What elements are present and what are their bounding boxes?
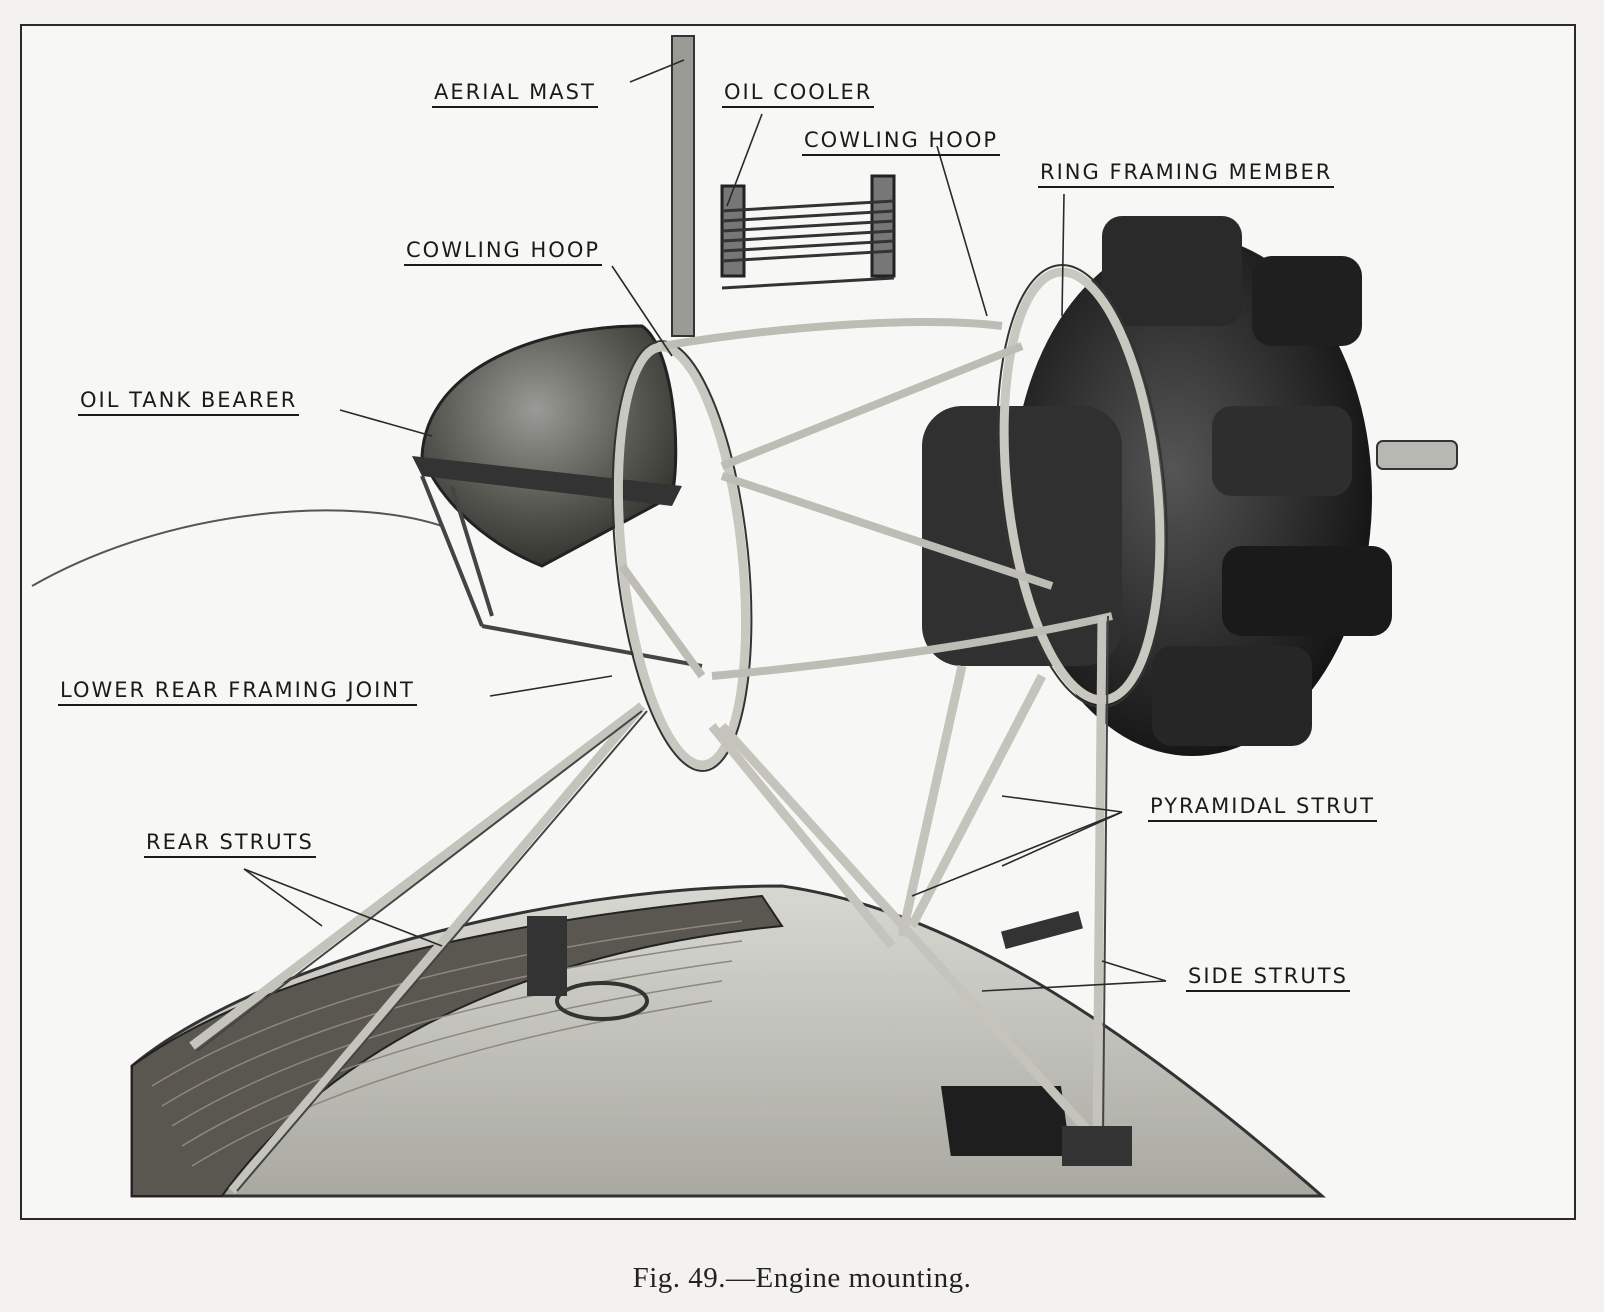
- propeller-shaft: [1376, 440, 1458, 470]
- figure-frame: AERIAL MAST OIL COOLER COWLING HOOP RING…: [20, 24, 1576, 1220]
- pyramidal-struts: [708, 665, 1106, 1150]
- aerial-mast: [671, 35, 695, 337]
- rear-struts: [189, 702, 646, 1194]
- figure-caption: Fig. 49.—Engine mounting.: [632, 1262, 972, 1294]
- engine-mounting-illustration: [31, 35, 1458, 1198]
- label-oil-tank-bearer: OIL TANK BEARER: [78, 390, 300, 416]
- oil-tank-bearer: [420, 475, 703, 668]
- bottom-framing-tube: [711, 612, 1113, 680]
- cowling-hoop-rear: [613, 342, 751, 770]
- wing-outline: [31, 509, 443, 587]
- filler-cap: [527, 916, 567, 996]
- side-struts: [1092, 615, 1107, 1137]
- label-pyramidal-strut: PYRAMIDAL STRUT: [1148, 796, 1377, 822]
- label-lower-rear-framing-joint: LOWER REAR FRAMING JOINT: [58, 680, 417, 706]
- label-aerial-mast: AERIAL MAST: [432, 82, 598, 108]
- label-ring-framing-member: RING FRAMING MEMBER: [1038, 162, 1335, 188]
- leader-lines: [243, 59, 1167, 992]
- fuselage-hatch: [940, 1086, 1071, 1156]
- label-rear-struts: REAR STRUTS: [144, 832, 316, 858]
- label-side-struts: SIDE STRUTS: [1186, 966, 1350, 992]
- label-oil-cooler: OIL COOLER: [722, 82, 875, 108]
- top-framing-tube: [661, 318, 1003, 350]
- label-cowling-hoop-upper: COWLING HOOP: [802, 130, 1001, 156]
- label-cowling-hoop-left: COWLING HOOP: [404, 240, 603, 266]
- fuselage-panel: [131, 894, 784, 1197]
